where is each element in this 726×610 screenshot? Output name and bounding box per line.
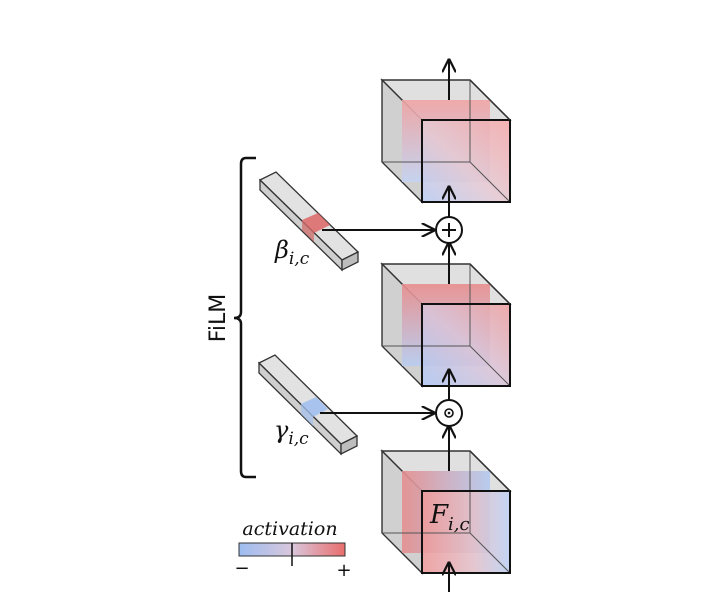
beta-label: βi,c <box>274 236 310 269</box>
input-feature-cube <box>380 449 512 575</box>
gamma-vector-rod <box>257 354 359 456</box>
modulated-feature-cube <box>380 262 512 388</box>
add-operator <box>435 216 463 244</box>
output-feature-cube <box>380 78 512 204</box>
feature-label: Fi,c <box>429 500 470 535</box>
film-label: FiLM <box>206 294 231 342</box>
film-bracket <box>233 156 256 479</box>
legend-title: activation <box>242 518 337 540</box>
multiply-operator <box>435 399 463 427</box>
flow-arrows <box>320 60 449 592</box>
beta-vector-rod <box>258 171 360 272</box>
legend-max-label: + <box>336 560 351 581</box>
gamma-label: γi,c <box>274 416 309 449</box>
legend-min-label: − <box>234 558 249 579</box>
beta-active-segment <box>302 213 330 233</box>
